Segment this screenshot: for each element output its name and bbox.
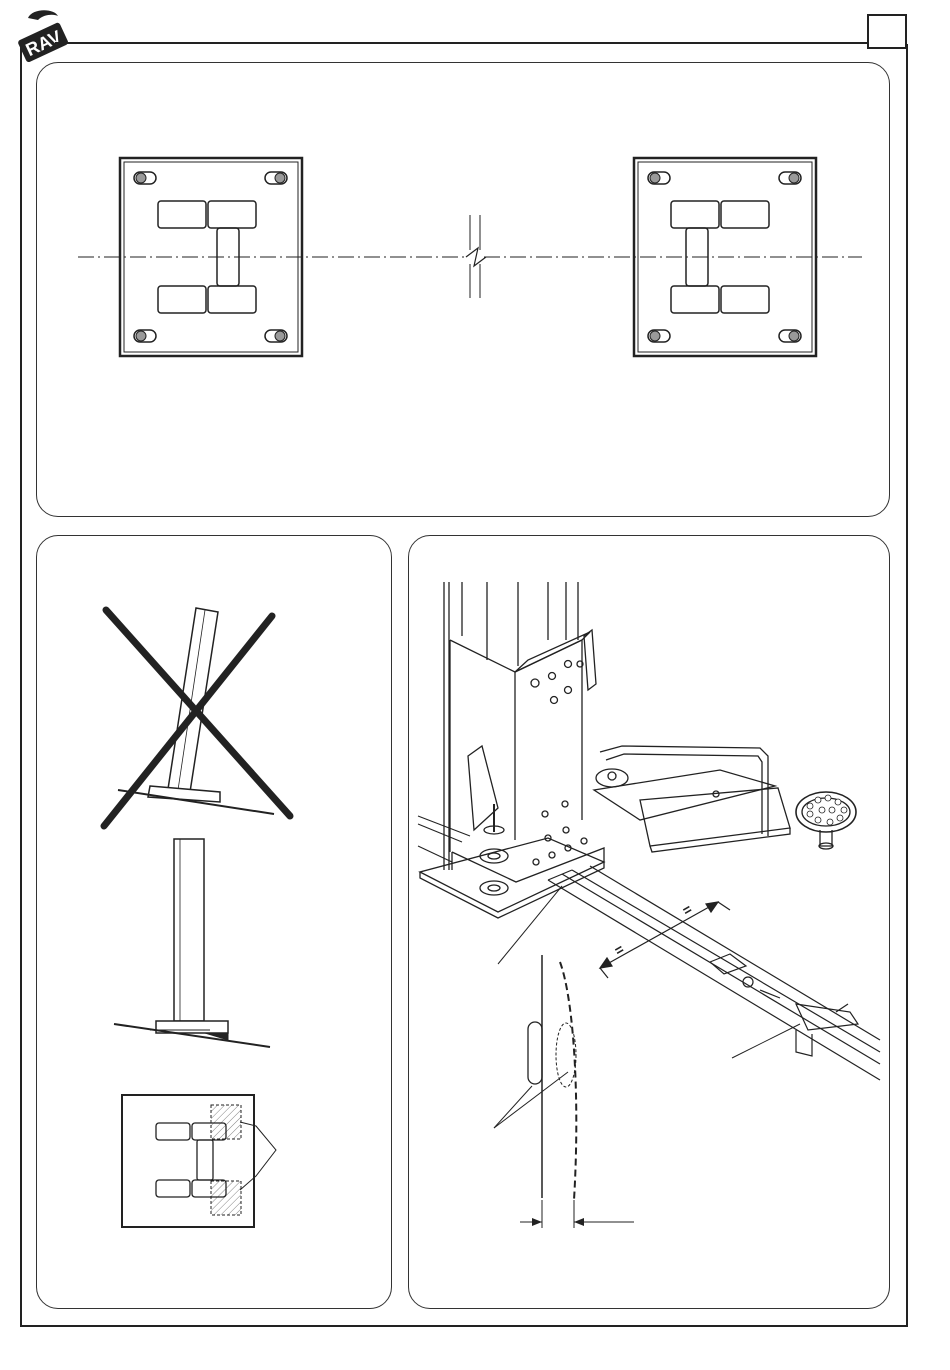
correct-plumb-column (114, 839, 270, 1047)
equal-distance-dimensions (600, 902, 730, 978)
leader-lines (494, 886, 800, 1128)
verticality-arrows (532, 1218, 584, 1226)
pad-studs (807, 795, 847, 825)
floor-rail (548, 866, 880, 1080)
equal-mark-2: = (612, 941, 627, 959)
baseplate-shim-positions (122, 1095, 276, 1227)
lift-column (418, 582, 604, 918)
column-verticality-detail (520, 955, 634, 1228)
